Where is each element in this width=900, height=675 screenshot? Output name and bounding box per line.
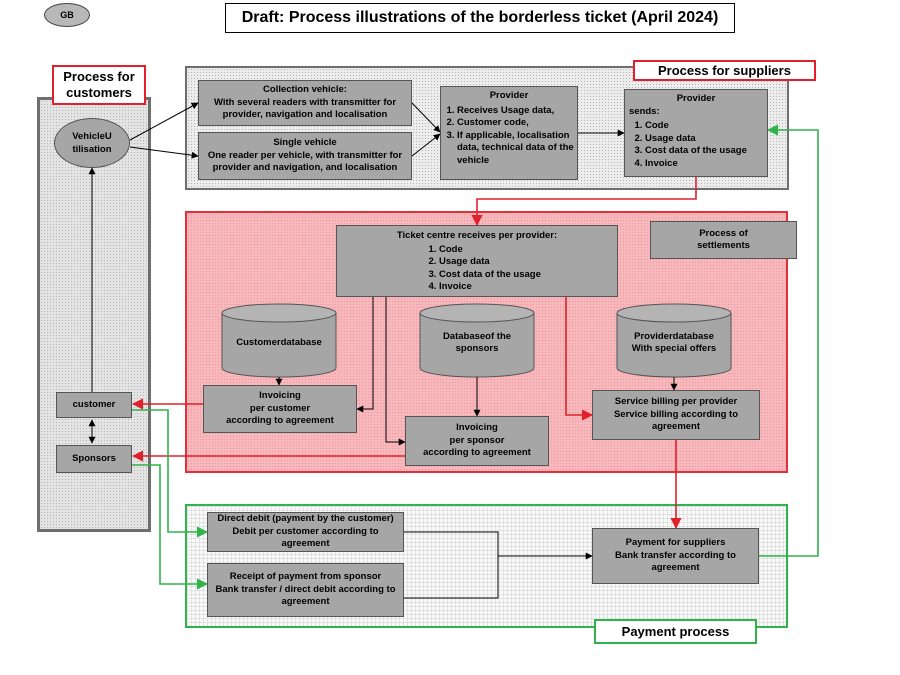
connector-payments-to-suppliers (404, 531, 499, 599)
collection-vehicle-box: Collection vehicle: With several readers… (198, 80, 412, 126)
provider-receives-item: Customer code, (457, 117, 577, 130)
payment-process-label: Payment process (594, 619, 757, 644)
direct-debit-box: Direct debit (payment by the customer) D… (207, 512, 404, 552)
arrow-payment-to-provider (759, 124, 819, 557)
provider-receives-item: Receives Usage data, (457, 105, 577, 118)
suppliers-process-label: Process for suppliers (633, 60, 816, 81)
invoicing-per-sponsor-box: Invoicing per sponsor according to agree… (405, 416, 549, 466)
provider-sends-item: Code (645, 120, 767, 133)
provider-receives-item: If applicable, localisation data, techni… (457, 130, 577, 168)
customer-database-label: Customerdatabase (236, 336, 322, 348)
ticket-centre-item: Usage data (439, 256, 617, 269)
page-title: Draft: Process illustrations of the bord… (225, 3, 735, 33)
customer-database-icon (221, 303, 337, 378)
settlements-box: Process of settlements (650, 221, 797, 259)
provider-sends-item: Cost data of the usage (645, 145, 767, 158)
arrow-ticket-to-service-billing (565, 297, 594, 421)
provider-receives-box: Provider Receives Usage data, Customer c… (440, 86, 578, 180)
arrow-ticket-to-invoice-sponsor (385, 297, 406, 446)
arrow-ticket-to-invoice-customer (356, 297, 374, 413)
ticket-centre-item: Code (439, 244, 617, 257)
provider-sends-title: Provider (676, 93, 716, 104)
provider-sends-item: Invoice (645, 158, 767, 171)
arrow-collection-to-provider (411, 102, 441, 133)
arrow-vehicle-to-collection (129, 102, 199, 141)
ticket-centre-box: Ticket centre receives per provider: Cod… (336, 225, 618, 297)
sponsor-database-label: Databaseof the sponsors (442, 330, 512, 355)
arrow-customer-to-direct-debit (132, 409, 209, 538)
arrow-provider-to-ticket-centre (471, 177, 697, 227)
single-vehicle-box: Single vehicle One reader per vehicle, w… (198, 132, 412, 180)
ticket-centre-item: Cost data of the usage (439, 269, 617, 282)
arrow-vehicle-to-single (129, 146, 199, 159)
arrow-single-to-provider (411, 133, 441, 157)
ticket-centre-title: Ticket centre receives per provider: (396, 230, 558, 241)
service-billing-box: Service billing per provider Service bil… (592, 390, 760, 440)
provider-database-icon (616, 303, 732, 378)
payment-for-suppliers-box: Payment for suppliers Bank transfer acco… (592, 528, 759, 584)
language-badge: GB (44, 3, 90, 27)
ticket-centre-item: Invoice (439, 281, 617, 294)
provider-sends-subtitle: sends: (629, 105, 660, 117)
sponsor-database-icon (419, 303, 535, 378)
vehicle-utilisation-ellipse: VehicleU tilisation (54, 118, 130, 168)
sponsor-receipt-box: Receipt of payment from sponsor Bank tra… (207, 563, 404, 617)
sponsors-box: Sponsors (56, 445, 132, 473)
customers-process-label: Process for customers (52, 65, 146, 105)
provider-database-label: Providerdatabase With special offers (631, 330, 717, 355)
customer-box: customer (56, 392, 132, 418)
provider-sends-box: Provider sends: Code Usage data Cost dat… (624, 89, 768, 177)
provider-sends-item: Usage data (645, 133, 767, 146)
provider-receives-title: Provider (489, 90, 529, 101)
arrow-sponsors-to-receipt (132, 464, 209, 590)
